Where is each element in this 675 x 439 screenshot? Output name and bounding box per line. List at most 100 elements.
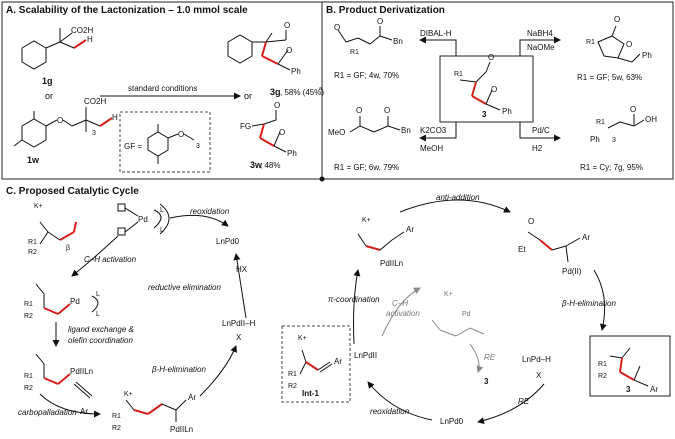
label-beta-h-elim-left: β-H-elimination (151, 365, 206, 374)
label-3-mid: 3 (484, 377, 489, 386)
pd-label-2: Pd (70, 297, 80, 306)
label-reductive-elim: reductive elimination (148, 283, 221, 292)
gf-structure (147, 124, 195, 164)
oh-7g: OH (645, 115, 657, 124)
arrow-nabh4 (519, 36, 561, 56)
r1-2: R1 (24, 301, 33, 308)
arrow-pdc (519, 122, 561, 142)
product-7g (607, 114, 645, 129)
r1-product: R1 (598, 361, 607, 368)
x-right: X (536, 371, 542, 380)
product-6w (349, 116, 401, 133)
r1-int1: R1 (288, 371, 297, 378)
pdln-bottom: PdIILn (170, 425, 193, 434)
pd-ii-label: Pd(II) (562, 267, 582, 276)
o-ring-3w: O (279, 128, 285, 137)
ar-et: Ar (582, 233, 590, 242)
pd-ligand-complex (117, 203, 170, 236)
label-anti-addition: anti-addition (436, 193, 480, 202)
yield-6w: R1 = GF; 6w, 79% (334, 163, 399, 172)
reagent-dibal: DIBAL-H (420, 29, 452, 38)
o-et: O (528, 217, 534, 226)
reagent-naome: NaOMe (527, 43, 555, 52)
o-ring-5w: O (626, 40, 632, 49)
r1-1: R1 (28, 239, 37, 246)
o-ketone-4w: O (377, 17, 383, 26)
arrow-gray-ch-activation (381, 287, 421, 337)
r2-int1: R2 (288, 383, 297, 390)
label-beta-h-elim-right: β-H-elimination (561, 299, 616, 308)
ar-1: Ar (80, 407, 88, 416)
sub3-1w: 3 (92, 130, 96, 137)
arrow-reoxidation-top (169, 214, 229, 227)
o-ring-3g: O (286, 46, 292, 55)
o-7g: O (630, 105, 636, 114)
arrow-anti-addition (399, 199, 511, 213)
label-3w: 3w (250, 160, 263, 170)
reagent-k2co3: K2CO3 (420, 126, 447, 135)
r1-5w: R1 (586, 39, 595, 46)
sub3-7g: 3 (612, 137, 616, 144)
arrow-carbopalladation (39, 393, 101, 418)
panel-junction-dot (319, 176, 325, 182)
reagent-meoh: MeOH (420, 144, 443, 153)
label-ligand-exchange-2: olefin coordination (68, 336, 133, 345)
pdln-label-3: PdIILn (70, 367, 93, 376)
left-substrate (39, 221, 77, 245)
o-carbonyl-3g: O (284, 21, 290, 30)
reagent-pdc: Pd/C (532, 126, 550, 135)
substrate-1g (21, 28, 87, 70)
co2h-1g: CO2H (71, 26, 93, 35)
l-2: L (160, 227, 164, 234)
central-substrate-box (439, 55, 534, 123)
ar-int1: Ar (334, 357, 342, 366)
arrow-reoxidation-bottom (367, 381, 433, 421)
kplus-1: K+ (34, 203, 43, 210)
ar-2: Ar (188, 393, 196, 402)
label-1g: 1g (42, 76, 53, 86)
o-5w: O (614, 15, 620, 24)
r2-2: R2 (24, 313, 33, 320)
arrow-ch-activation (71, 235, 119, 277)
et-intermediate (527, 231, 581, 263)
yield-7g: R1 = Cy; 7g, 95% (580, 163, 643, 172)
label-3g: 3g (270, 87, 281, 97)
kplus-gray: K+ (444, 291, 453, 298)
lnpdh-right: LnPd–H (522, 355, 551, 364)
product-5w (597, 25, 641, 63)
product-4w (337, 26, 393, 45)
l-4: L (96, 311, 100, 318)
arrow-reductive-elim (233, 253, 247, 319)
gf-definition-box (119, 111, 211, 173)
ph-3g: Ph (291, 67, 301, 76)
arrow-beta-h-elim-left (199, 345, 237, 397)
et-label: Et (518, 245, 526, 254)
olefin-complex (35, 353, 93, 399)
note-3g: a (319, 86, 322, 92)
label-re-right: RE (518, 397, 530, 406)
int1-box (281, 325, 351, 403)
meo-6w: MeO (328, 128, 345, 137)
label-1w: 1w (27, 155, 40, 165)
label-carbopalladation: carbopalladation (18, 408, 77, 417)
label-product-3: 3 (626, 385, 631, 394)
arrow-pi-coord (353, 269, 361, 345)
ar-product: Ar (650, 385, 658, 394)
h-1g: H (87, 35, 93, 44)
arrow-k2co3 (419, 122, 457, 142)
label-ch-activation: C–H activation (84, 255, 137, 264)
reagent-nabh4: NaBH4 (527, 29, 553, 38)
product-3g (227, 30, 291, 71)
arrow-beta-h-elim-right (593, 269, 607, 331)
o-ketone-6w: O (384, 106, 390, 115)
arrow-gray-re (469, 343, 484, 373)
r2-product: R2 (598, 373, 607, 380)
int1-structure (299, 349, 333, 375)
ph-5w: Ph (642, 51, 652, 60)
or-text-1: or (45, 91, 53, 101)
label-reoxidation-bottom: reoxidation (370, 407, 410, 416)
l-3: L (96, 291, 100, 298)
l-1: L (160, 207, 164, 214)
label-gray-ch-1: C–H (392, 299, 408, 308)
